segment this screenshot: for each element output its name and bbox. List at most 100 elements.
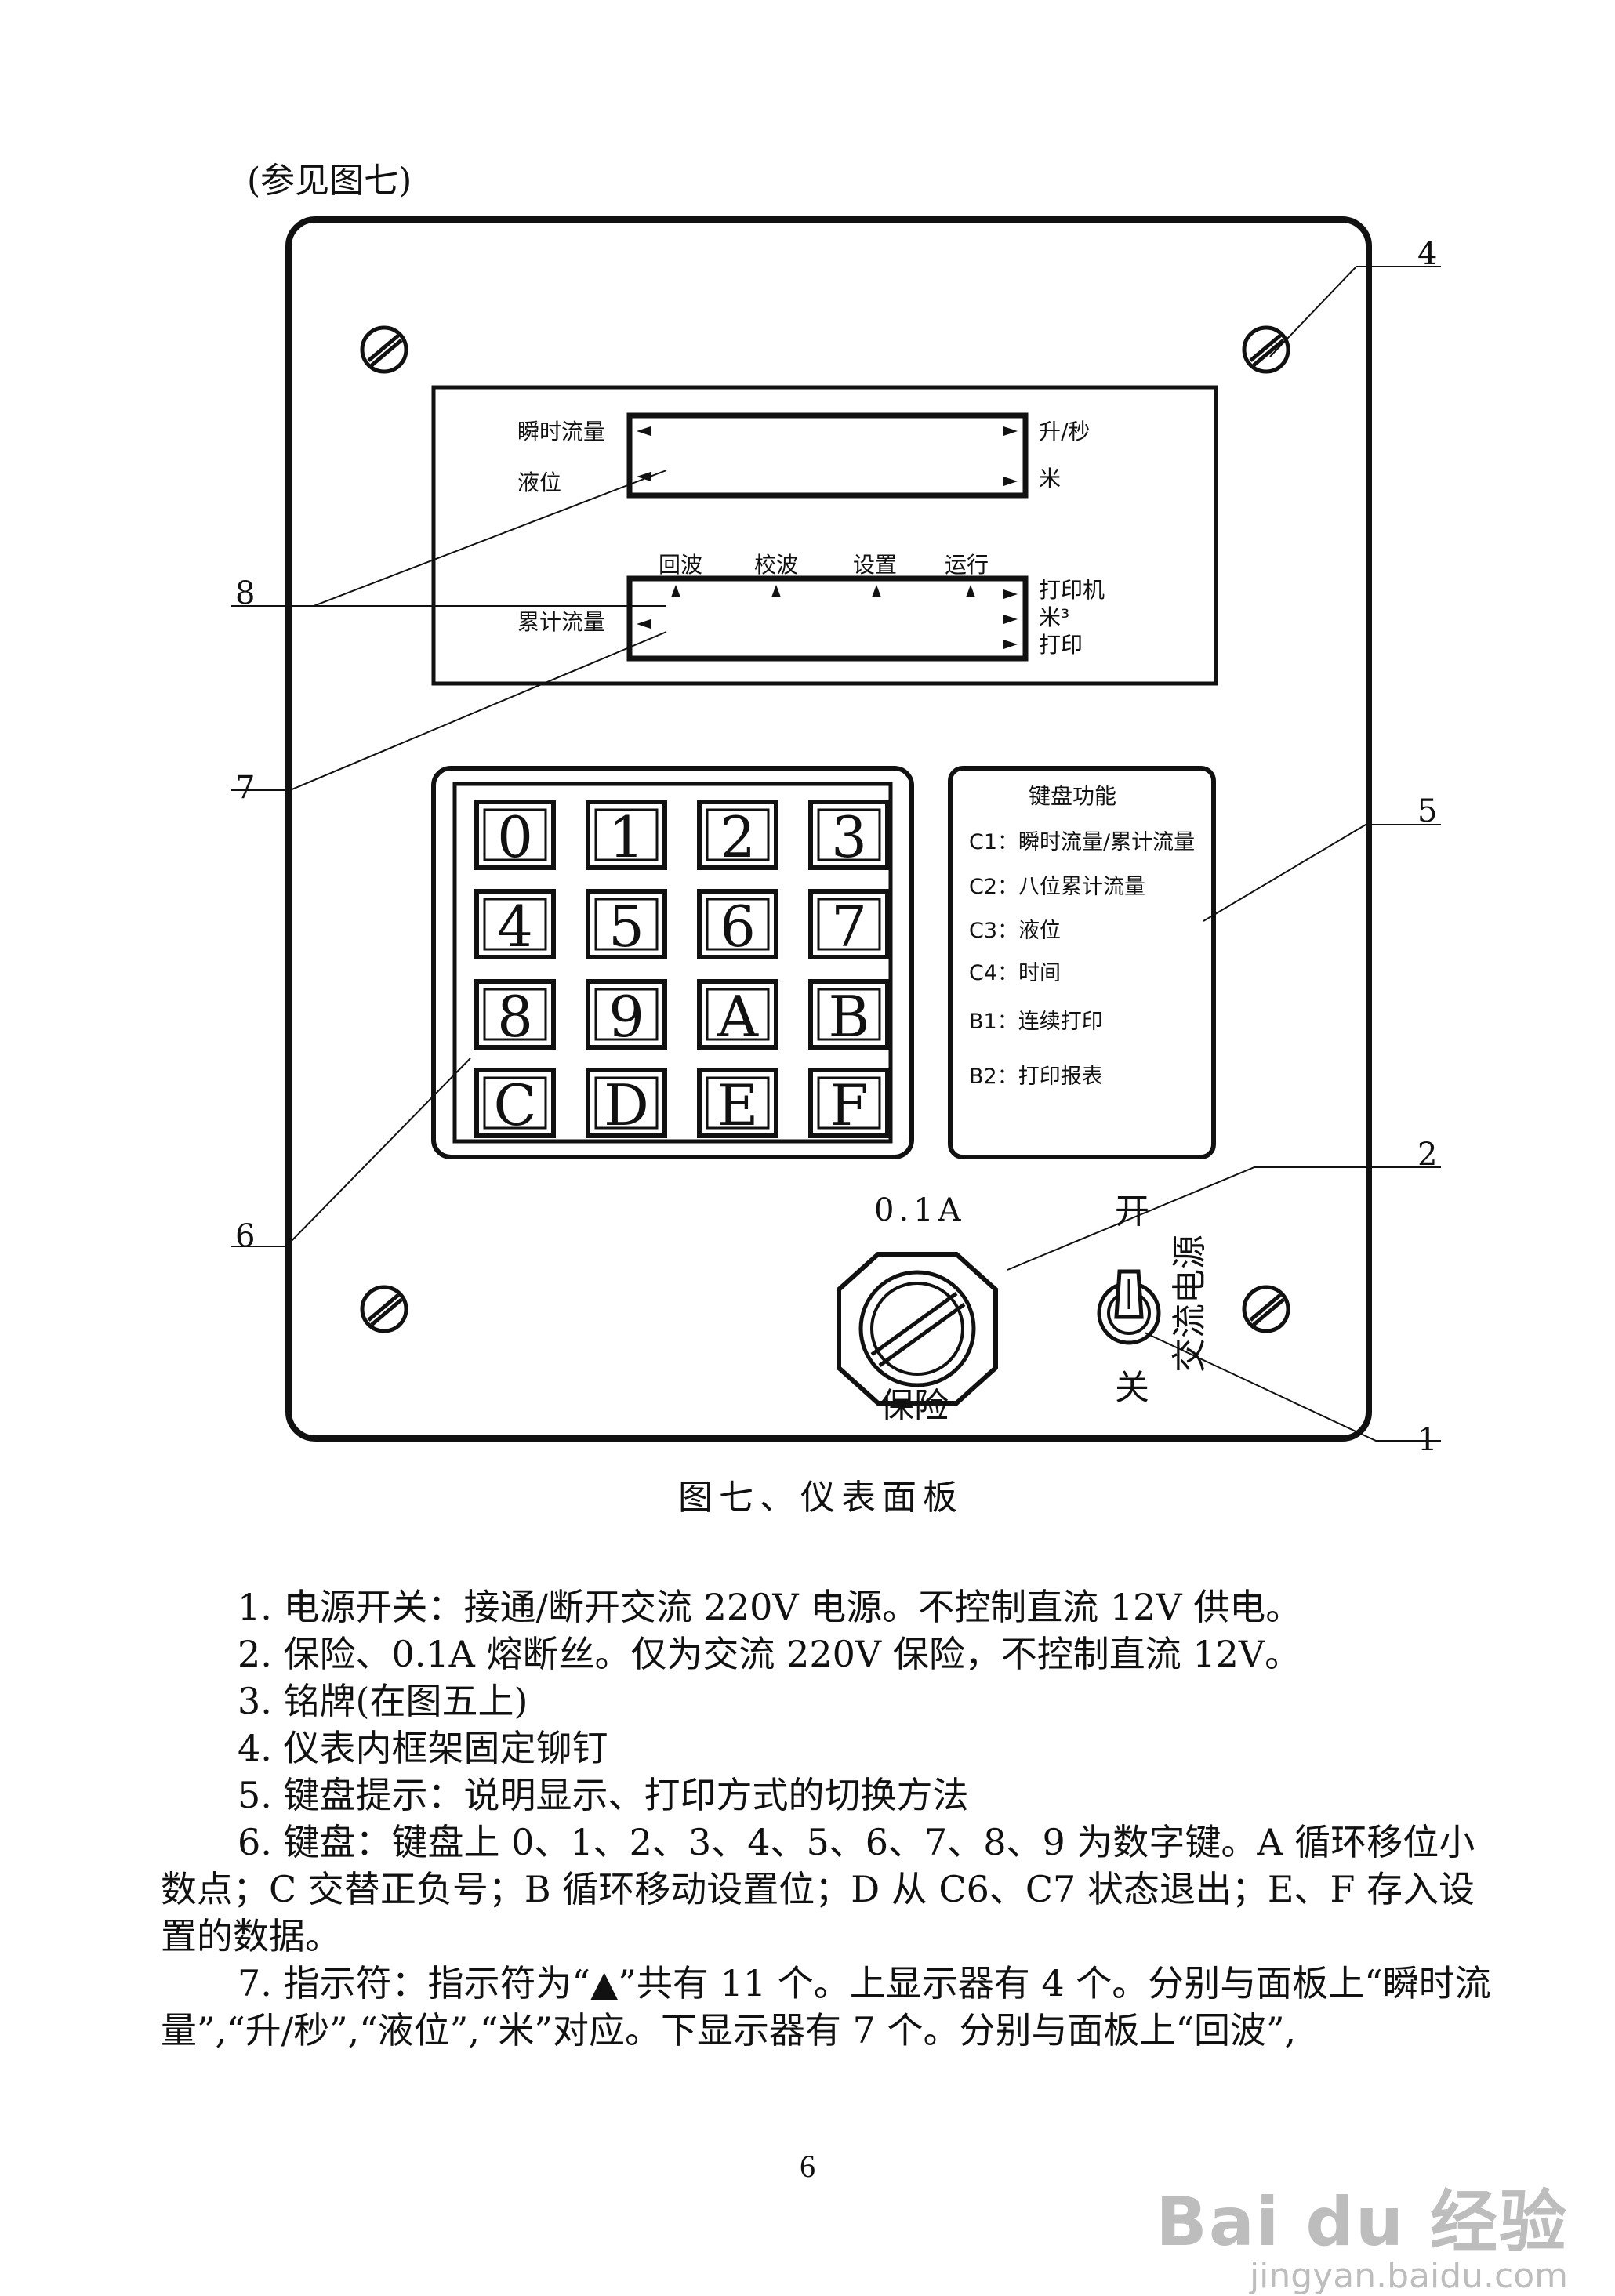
lower-display <box>626 575 1029 662</box>
indicator-triangle-icon <box>637 426 651 436</box>
key-d[interactable]: D <box>586 1068 667 1138</box>
panel-outline <box>285 216 1372 1442</box>
key-2[interactable]: 2 <box>697 800 778 870</box>
upper-display <box>626 412 1029 499</box>
indicator-triangle-icon <box>637 619 651 629</box>
watermark-url: jingyan.baidu.com <box>1249 2256 1568 2296</box>
key-label: C <box>493 1072 536 1138</box>
paragraph: 7. 指示符：指示符为“▲”共有 11 个。上显示器有 4 个。分别与面板上“瞬… <box>161 1962 1491 2051</box>
indicator-triangle-icon <box>1003 426 1018 436</box>
key-0[interactable]: 0 <box>474 800 556 870</box>
callout-4: 4 <box>1417 236 1437 272</box>
key-f[interactable]: F <box>808 1068 890 1138</box>
indicator-triangle-icon <box>1003 615 1018 624</box>
key-function-item: B1：连续打印 <box>969 1010 1103 1034</box>
screw-icon <box>1242 1285 1290 1333</box>
key-functions-box <box>948 766 1216 1159</box>
key-label: E <box>717 1072 759 1138</box>
key-7[interactable]: 7 <box>808 889 890 959</box>
fuse-holder-icon <box>837 1252 998 1406</box>
key-label: 2 <box>720 804 756 870</box>
screw-icon <box>360 325 408 374</box>
key-1[interactable]: 1 <box>586 800 667 870</box>
key-function-item: C3：液位 <box>969 919 1061 943</box>
key-9[interactable]: 9 <box>586 979 667 1050</box>
paragraph: 5. 键盘提示：说明显示、打印方式的切换方法 <box>238 1774 969 1816</box>
switch-off-label: 关 <box>1115 1368 1149 1408</box>
key-function-item: C2：八位累计流量 <box>969 875 1145 899</box>
screw-icon <box>1242 325 1290 374</box>
label-cumulative-flow: 累计流量 <box>517 609 605 635</box>
leader-lines <box>231 266 1441 1442</box>
label-settings: 设置 <box>853 552 897 578</box>
key-8[interactable]: 8 <box>474 979 556 1050</box>
indicator-triangle-icon <box>1003 589 1018 599</box>
instrument-panel-figure: (参见图七) 瞬时流量 液位 升/秒 米 回波 校波 设置 运行 累计流量 打印… <box>231 161 1441 1518</box>
ac-power-label: 交流电源 <box>1170 1235 1210 1373</box>
key-c[interactable]: C <box>474 1068 556 1138</box>
key-label: F <box>829 1072 869 1138</box>
fuse-rating: 0.1A <box>874 1192 966 1228</box>
label-calibrate: 校波 <box>754 552 798 578</box>
callout-7: 7 <box>235 770 255 806</box>
toggle-switch-icon <box>1097 1269 1161 1345</box>
switch-on-label: 开 <box>1115 1192 1149 1231</box>
key-6[interactable]: 6 <box>697 889 778 959</box>
key-label: A <box>717 984 759 1050</box>
indicator-triangle-icon <box>771 585 781 597</box>
key-label: 4 <box>497 894 533 959</box>
page-number: 6 <box>800 2149 815 2184</box>
paragraph: 2. 保险、0.1A 熔断丝。仅为交流 220V 保险，不控制直流 12V。 <box>238 1633 1301 1675</box>
key-label: 6 <box>720 894 756 959</box>
key-label: B <box>829 984 870 1050</box>
key-4[interactable]: 4 <box>474 889 556 959</box>
key-3[interactable]: 3 <box>808 800 890 870</box>
paragraph: 3. 铭牌(在图五上) <box>238 1680 528 1722</box>
figure-caption: 图七、仪表面板 <box>678 1478 964 1518</box>
keypad: 0 1 2 3 4 5 6 7 8 9 A B C D E F <box>474 800 890 1138</box>
label-level: 液位 <box>517 470 561 495</box>
key-label: D <box>604 1072 649 1138</box>
key-function-item: C1：瞬时流量/累计流量 <box>969 830 1195 854</box>
key-label: 0 <box>497 804 533 870</box>
paragraph: 4. 仪表内框架固定铆钉 <box>238 1727 608 1769</box>
indicator-triangle-icon <box>966 585 975 597</box>
watermark: Bai du 经验 jingyan.baidu.com <box>1156 2187 1568 2295</box>
key-b[interactable]: B <box>808 979 890 1050</box>
indicator-triangle-icon <box>1003 477 1018 486</box>
indicator-triangle-icon <box>671 585 680 597</box>
key-e[interactable]: E <box>697 1068 778 1138</box>
key-function-item: C4：时间 <box>969 961 1061 985</box>
callout-8: 8 <box>235 575 255 611</box>
callout-6: 6 <box>235 1218 255 1254</box>
label-echo: 回波 <box>659 552 702 578</box>
callout-2: 2 <box>1417 1137 1437 1173</box>
label-printer: 打印机 <box>1039 577 1105 603</box>
label-cubic-meters: 米³ <box>1039 604 1069 630</box>
label-running: 运行 <box>945 552 989 578</box>
key-functions-title: 键盘功能 <box>1029 783 1116 809</box>
key-label: 9 <box>608 984 644 1050</box>
fuse-label: 保险 <box>880 1386 949 1426</box>
watermark-logo: Bai du 经验 <box>1156 2183 1568 2262</box>
label-liters-per-sec: 升/秒 <box>1039 419 1090 444</box>
display-module <box>431 385 1218 686</box>
keypad-inner <box>452 782 893 1144</box>
key-a[interactable]: A <box>697 979 778 1050</box>
key-5[interactable]: 5 <box>586 889 667 959</box>
indicator-triangle-icon <box>1003 640 1018 649</box>
callout-5: 5 <box>1417 793 1437 829</box>
key-label: 8 <box>497 984 533 1050</box>
key-label: 5 <box>608 894 644 959</box>
body-paragraphs: 1. 电源开关：接通/断开交流 220V 电源。不控制直流 12V 供电。 2.… <box>161 1583 1493 2054</box>
figure-reference: (参见图七) <box>247 161 412 201</box>
keypad-outer <box>431 766 914 1159</box>
label-print: 打印 <box>1039 632 1083 658</box>
paragraph: 6. 键盘：键盘上 0、1、2、3、4、5、6、7、8、9 为数字键。A 循环移… <box>161 1821 1475 1957</box>
key-label: 7 <box>831 894 867 959</box>
key-label: 1 <box>608 804 644 870</box>
paragraph: 1. 电源开关：接通/断开交流 220V 电源。不控制直流 12V 供电。 <box>238 1586 1302 1628</box>
screw-icon <box>360 1285 408 1333</box>
key-label: 3 <box>831 804 867 870</box>
key-function-item: B2：打印报表 <box>969 1065 1103 1089</box>
